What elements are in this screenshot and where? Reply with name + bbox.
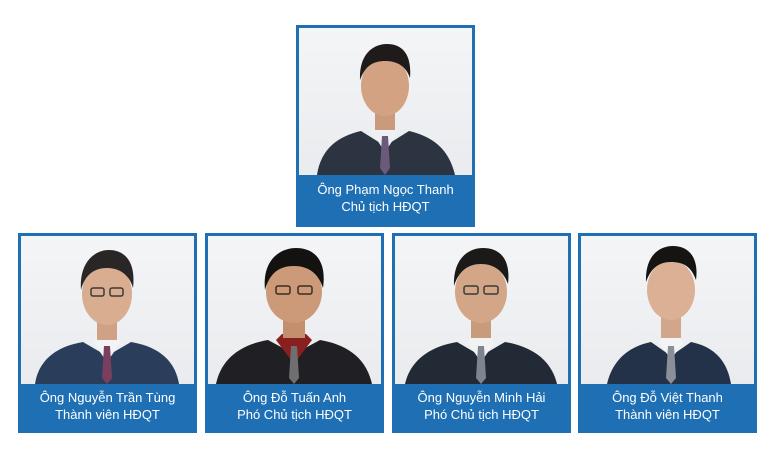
caption: Ông Nguyễn Minh Hải Phó Chủ tịch HĐQT xyxy=(395,381,568,430)
portrait-photo xyxy=(208,236,381,384)
member-role: Thành viên HĐQT xyxy=(615,406,720,422)
member-name: Ông Phạm Ngọc Thanh xyxy=(317,182,454,197)
member-name: Ông Đỗ Việt Thanh xyxy=(612,389,723,405)
portrait-photo xyxy=(21,236,194,384)
member-name: Ông Nguyễn Minh Hải xyxy=(417,389,546,405)
caption: Ông Nguyễn Trần Tùng Thành viên HĐQT xyxy=(21,381,194,430)
board-card-member: Ông Đỗ Việt Thanh Thành viên HĐQT xyxy=(578,233,757,433)
member-name: Ông Đỗ Tuấn Anh xyxy=(242,389,347,405)
caption-chair: Ông Phạm Ngọc Thanh Chủ tịch HĐQT xyxy=(299,172,472,224)
person-portrait-icon xyxy=(317,44,455,175)
person-portrait-icon xyxy=(405,248,557,384)
member-role: Thành viên HĐQT xyxy=(55,406,160,422)
portrait-photo xyxy=(395,236,568,384)
member-role: Phó Chủ tịch HĐQT xyxy=(424,406,539,422)
caption: Ông Đỗ Tuấn Anh Phó Chủ tịch HĐQT xyxy=(208,381,381,430)
portrait-photo-chair xyxy=(299,28,472,175)
member-role: Phó Chủ tịch HĐQT xyxy=(237,406,352,422)
person-portrait-icon xyxy=(35,250,179,384)
caption: Ông Đỗ Việt Thanh Thành viên HĐQT xyxy=(581,381,754,430)
board-card-member: Ông Nguyễn Minh Hải Phó Chủ tịch HĐQT xyxy=(392,233,571,433)
member-name: Ông Nguyễn Trần Tùng xyxy=(39,389,176,405)
person-portrait-icon xyxy=(216,248,372,384)
portrait-photo xyxy=(581,236,754,384)
board-card-member: Ông Nguyễn Trần Tùng Thành viên HĐQT xyxy=(18,233,197,433)
person-portrait-icon xyxy=(607,246,731,384)
member-role: Chủ tịch HĐQT xyxy=(341,199,430,214)
board-card-chair: Ông Phạm Ngọc Thanh Chủ tịch HĐQT xyxy=(296,25,475,227)
board-card-member: Ông Đỗ Tuấn Anh Phó Chủ tịch HĐQT xyxy=(205,233,384,433)
